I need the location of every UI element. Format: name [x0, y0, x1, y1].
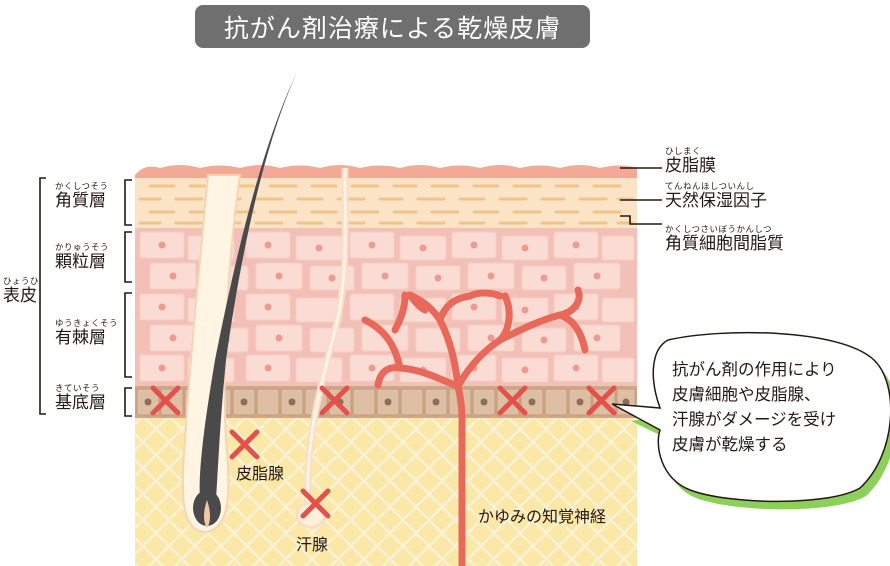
left-brackets [39, 177, 132, 417]
label-sweat-gland: 汗腺 [296, 535, 329, 554]
label-basal: きていそう 基底層 [55, 384, 106, 413]
title: 抗がん剤治療による乾燥皮膚 [195, 5, 590, 48]
damage-crosses [150, 385, 617, 519]
label-nmf: てんねんほしついんし 天然保湿因子 [665, 182, 767, 211]
callout-line: 汗腺がダメージを受け [672, 410, 837, 429]
itch-nerve [361, 286, 589, 566]
right-pointers [620, 167, 662, 225]
label-stratum-corneum: かくしつそう 角質層 [55, 182, 109, 211]
label-intercellular-lipid: かくしつさいぼうかんしつ 角質細胞間脂質 [665, 225, 784, 254]
label-epidermis: ひょうひ 表皮 [3, 277, 40, 306]
callout-line: 皮膚が乾燥する [672, 435, 788, 454]
callout-text: 抗がん剤の作用により 皮膚細胞や皮脂腺、 汗腺がダメージを受け 皮膚が乾燥する [672, 357, 872, 457]
label-sebum-film: ひしまく 皮脂膜 [665, 147, 716, 176]
label-sebaceous-gland: 皮脂腺 [236, 464, 285, 483]
label-itch-nerve: かゆみの知覚神経 [478, 507, 607, 526]
corneum-bricks [138, 184, 634, 225]
callout-line: 皮膚細胞や皮脂腺、 [672, 385, 821, 404]
hair-shaft [199, 72, 297, 504]
label-spinous: ゆうきょくそう 有棘層 [55, 319, 119, 348]
callout-bubble [611, 331, 890, 503]
callout-line: 抗がん剤の作用により [672, 360, 837, 379]
label-granular: かりゅうそう 顆粒層 [55, 243, 110, 272]
